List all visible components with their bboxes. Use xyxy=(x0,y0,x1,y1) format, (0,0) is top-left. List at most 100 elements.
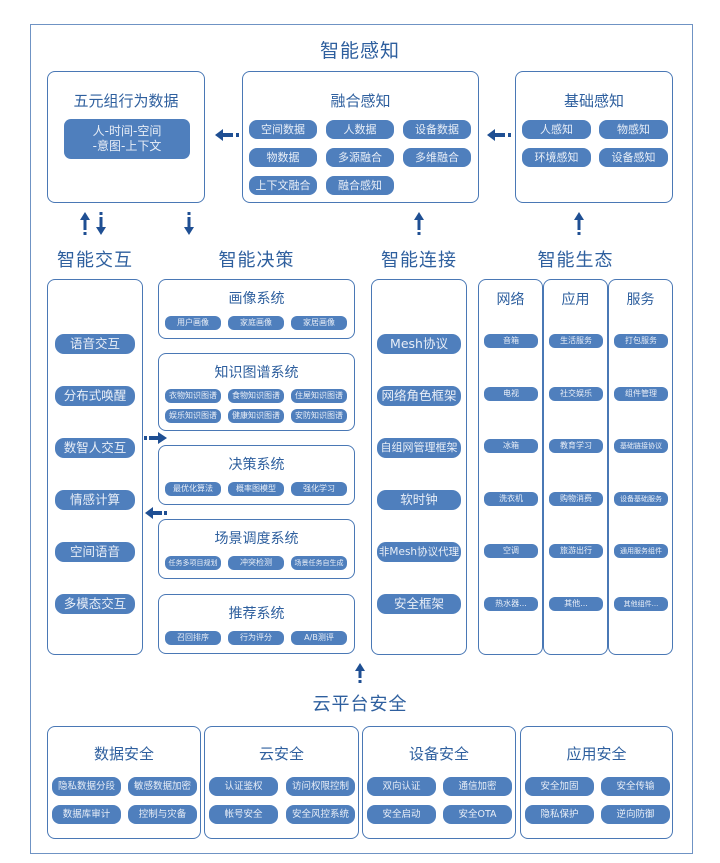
system-title: 画像系统 xyxy=(228,291,285,307)
ecology-item: 生活服务 xyxy=(549,334,603,348)
security-item: 敏感数据加密 xyxy=(128,777,197,796)
connection-item: Mesh协议 xyxy=(377,334,461,354)
fusion-item: 上下文融合 xyxy=(249,176,317,195)
header-title: 智能感知 xyxy=(319,40,400,62)
arrow-left-icon xyxy=(145,507,167,519)
ecology-item: 空调 xyxy=(484,544,538,558)
fusion-item: 多源融合 xyxy=(326,148,394,167)
ecology-item: 旅游出行 xyxy=(549,544,603,558)
connection-item: 安全框架 xyxy=(377,594,461,614)
arrow-down-icon xyxy=(184,212,194,235)
recommendation-box: 推荐系统 召回排序 行为评分 A/B测评 xyxy=(158,594,355,654)
interaction-item: 情感计算 xyxy=(55,490,135,510)
system-item: 用户画像 xyxy=(165,316,221,330)
ecology-item: 打包服务 xyxy=(614,334,668,348)
system-item: 召回排序 xyxy=(165,631,221,645)
security-item: 安全风控系统 xyxy=(286,805,355,824)
ecology-item: 社交娱乐 xyxy=(549,387,603,401)
fusion-item: 设备数据 xyxy=(403,120,471,139)
basic-item: 环境感知 xyxy=(522,148,591,167)
security-group-title: 设备安全 xyxy=(408,745,469,763)
security-item: 隐私数据分段 xyxy=(52,777,121,796)
fusion-item: 多维融合 xyxy=(403,148,471,167)
ecology-item: 洗衣机 xyxy=(484,492,538,506)
fusion-item: 融合感知 xyxy=(326,176,394,195)
system-item: 家庭画像 xyxy=(228,316,284,330)
connection-item: 网络角色框架 xyxy=(377,386,461,406)
system-item: 安防知识图谱 xyxy=(291,409,347,423)
connection-title: 智能连接 xyxy=(381,250,457,271)
connection-item: 软时钟 xyxy=(377,490,461,510)
ecology-application-box: 应用 生活服务 社交娱乐 教育学习 购物消费 旅游出行 其他... xyxy=(543,279,608,655)
ecology-item: 组件管理 xyxy=(614,387,668,401)
security-item: 逆向防御 xyxy=(601,805,670,824)
system-title: 推荐系统 xyxy=(228,606,285,622)
system-item: 概率图模型 xyxy=(228,482,284,496)
ecology-column-title: 服务 xyxy=(626,292,655,308)
arrow-up-icon xyxy=(414,212,424,235)
five-tuple-content: 人-时间-空间 -意图-上下文 xyxy=(64,119,190,159)
system-item: 强化学习 xyxy=(291,482,347,496)
decision-system-box: 决策系统 最优化算法 概率图模型 强化学习 xyxy=(158,445,355,505)
security-item: 访问权限控制 xyxy=(286,777,355,796)
ecology-item: 通用服务组件 xyxy=(614,544,668,558)
system-title: 知识图谱系统 xyxy=(214,365,299,381)
ecology-item: 冰箱 xyxy=(484,439,538,453)
security-group-title: 云安全 xyxy=(258,745,304,763)
system-item: A/B测评 xyxy=(291,631,347,645)
five-tuple-box: 五元组行为数据 人-时间-空间 -意图-上下文 xyxy=(47,71,205,203)
arrow-left-icon xyxy=(215,129,239,141)
security-item: 安全启动 xyxy=(367,805,436,824)
security-item: 通信加密 xyxy=(443,777,512,796)
ecology-column-title: 网络 xyxy=(496,292,525,308)
arrow-right-icon xyxy=(144,432,167,444)
cloud-security-box: 云安全 认证鉴权 访问权限控制 帐号安全 安全风控系统 xyxy=(204,726,359,839)
system-item: 娱乐知识图谱 xyxy=(165,409,221,423)
arrow-down-icon xyxy=(96,212,106,235)
system-item: 住屋知识图谱 xyxy=(291,389,347,403)
ecology-column-title: 应用 xyxy=(561,292,590,308)
ecology-item: 基础链接协议 xyxy=(614,439,668,453)
basic-title: 基础感知 xyxy=(563,92,624,110)
ecology-item: 设备基础服务 xyxy=(614,492,668,506)
fusion-item: 空间数据 xyxy=(249,120,317,139)
arrow-left-icon xyxy=(487,129,511,141)
portrait-system-box: 画像系统 用户画像 家庭画像 家居画像 xyxy=(158,279,355,339)
security-item: 认证鉴权 xyxy=(209,777,278,796)
connection-item: 非Mesh协议代理 xyxy=(377,542,461,562)
arrow-up-icon xyxy=(574,212,584,235)
connection-item: 自组网管理框架 xyxy=(377,438,461,458)
system-item: 健康知识图谱 xyxy=(228,409,284,423)
interaction-item: 空间语音 xyxy=(55,542,135,562)
security-group-title: 应用安全 xyxy=(566,745,627,763)
security-item: 控制与灾备 xyxy=(128,805,197,824)
interaction-title: 智能交互 xyxy=(57,250,133,271)
system-item: 任务多项目规划 xyxy=(165,556,221,570)
fusion-item: 人数据 xyxy=(326,120,394,139)
system-item: 家居画像 xyxy=(291,316,347,330)
system-title: 场景调度系统 xyxy=(214,531,299,547)
security-item: 安全传输 xyxy=(601,777,670,796)
device-security-box: 设备安全 双向认证 通信加密 安全启动 安全OTA xyxy=(362,726,516,839)
arrow-up-icon xyxy=(355,663,365,683)
security-item: 数据库审计 xyxy=(52,805,121,824)
knowledge-graph-box: 知识图谱系统 衣物知识图谱 食物知识图谱 住屋知识图谱 娱乐知识图谱 健康知识图… xyxy=(158,353,355,431)
interaction-item: 数智人交互 xyxy=(55,438,135,458)
arrow-up-icon xyxy=(80,212,90,235)
system-item: 冲突检测 xyxy=(228,556,284,570)
data-security-box: 数据安全 隐私数据分段 敏感数据加密 数据库审计 控制与灾备 xyxy=(47,726,201,839)
connection-box: Mesh协议 网络角色框架 自组网管理框架 软时钟 非Mesh协议代理 安全框架 xyxy=(371,279,467,655)
ecology-item: 其他组件... xyxy=(614,597,668,611)
security-item: 安全OTA xyxy=(443,805,512,824)
system-item: 衣物知识图谱 xyxy=(165,389,221,403)
interaction-item: 多模态交互 xyxy=(55,594,135,614)
interaction-box: 语音交互 分布式唤醒 数智人交互 情感计算 空间语音 多模态交互 xyxy=(47,279,143,655)
ecology-item: 热水器... xyxy=(484,597,538,611)
decision-title: 智能决策 xyxy=(218,250,295,271)
ecology-service-box: 服务 打包服务 组件管理 基础链接协议 设备基础服务 通用服务组件 其他组件..… xyxy=(608,279,673,655)
ecology-item: 教育学习 xyxy=(549,439,603,453)
ecology-item: 电视 xyxy=(484,387,538,401)
system-item: 食物知识图谱 xyxy=(228,389,284,403)
ecology-item: 音箱 xyxy=(484,334,538,348)
basic-item: 人感知 xyxy=(522,120,591,139)
